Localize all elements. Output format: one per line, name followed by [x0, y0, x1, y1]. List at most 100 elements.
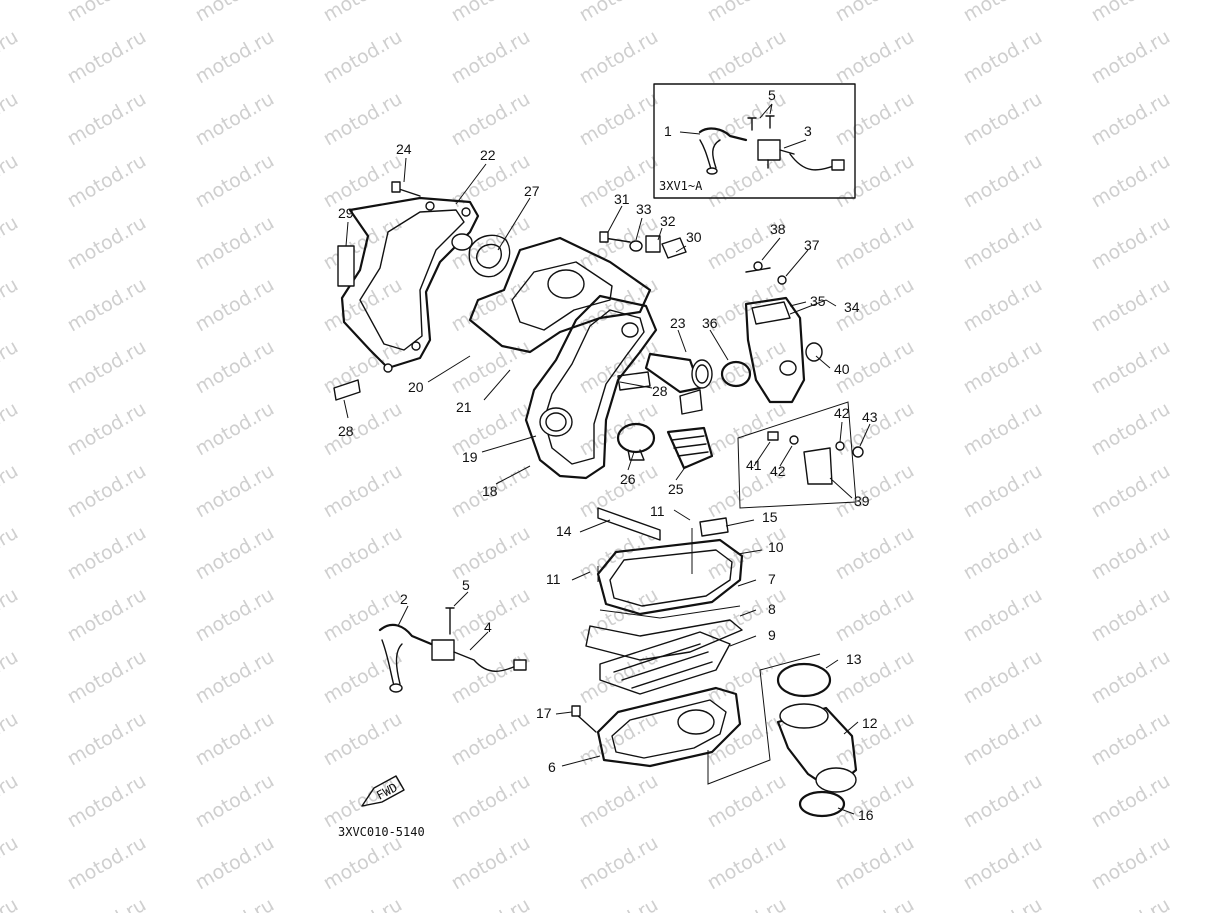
- watermark-text: motod.ru: [960, 832, 1046, 895]
- callout-part-33: 33: [636, 201, 652, 217]
- watermark-text: motod.ru: [704, 26, 790, 89]
- watermark-text: motod.ru: [64, 26, 150, 89]
- foam-14-15: [597, 507, 729, 541]
- watermark-text: motod.ru: [576, 894, 662, 913]
- callout-part-39: 39: [854, 493, 870, 509]
- watermark-text: motod.ru: [0, 894, 22, 913]
- watermark-text: motod.ru: [448, 832, 534, 895]
- callout-part-15: 15: [762, 509, 778, 525]
- callout-part-21: 21: [456, 399, 472, 415]
- watermark-text: motod.ru: [320, 212, 406, 275]
- callout-part-36: 36: [702, 315, 718, 331]
- watermark-text: motod.ru: [192, 646, 278, 709]
- watermark-text: motod.ru: [192, 274, 278, 337]
- watermark-text: motod.ru: [960, 0, 1046, 26]
- callout-part-12: 12: [862, 715, 878, 731]
- watermark-text: motod.ru: [448, 26, 534, 89]
- watermark-text: motod.ru: [0, 88, 22, 151]
- callout-part-1: 1: [664, 123, 672, 139]
- watermark-text: motod.ru: [448, 770, 534, 833]
- hose-25: [616, 422, 714, 470]
- watermark-text: motod.ru: [64, 894, 150, 913]
- watermark-text: motod.ru: [448, 0, 534, 26]
- callout-part-31: 31: [614, 191, 630, 207]
- watermark-text: motod.ru: [192, 770, 278, 833]
- callout-part-27: 27: [524, 183, 540, 199]
- fittings-30-33: [599, 231, 687, 259]
- watermark-text: motod.ru: [832, 522, 918, 585]
- clamp-36: [720, 360, 752, 388]
- intake-housing-18: [524, 294, 658, 480]
- pad-28: [679, 389, 703, 415]
- side-cover-22: [333, 181, 480, 401]
- watermark-text: motod.ru: [192, 460, 278, 523]
- watermark-text: motod.ru: [448, 336, 534, 399]
- watermark-text: motod.ru: [704, 646, 790, 709]
- watermark-text: motod.ru: [1088, 522, 1174, 585]
- variant-inset: 3XV1~A: [653, 83, 856, 199]
- watermark-text: motod.ru: [1088, 150, 1174, 213]
- callout-part-40: 40: [834, 361, 850, 377]
- watermark-text: motod.ru: [0, 460, 22, 523]
- callout-part-6: 6: [548, 759, 556, 775]
- watermark-text: motod.ru: [704, 832, 790, 895]
- watermark-text: motod.ru: [832, 0, 918, 26]
- watermark-text: motod.ru: [0, 150, 22, 213]
- callout-part-10: 10: [768, 539, 784, 555]
- watermark-text: motod.ru: [1088, 26, 1174, 89]
- callout-part-14: 14: [556, 523, 572, 539]
- watermark-text: motod.ru: [0, 832, 22, 895]
- callout-part-7: 7: [768, 571, 776, 587]
- watermark-text: motod.ru: [960, 646, 1046, 709]
- watermark-text: motod.ru: [320, 646, 406, 709]
- callout-part-37: 37: [804, 237, 820, 253]
- callout-part-19: 19: [462, 449, 478, 465]
- callout-part-23: 23: [670, 315, 686, 331]
- watermark-text: motod.ru: [320, 522, 406, 585]
- watermark-text: motod.ru: [320, 894, 406, 913]
- watermark-text: motod.ru: [832, 832, 918, 895]
- watermark-text: motod.ru: [64, 274, 150, 337]
- callout-part-22: 22: [480, 147, 496, 163]
- watermark-text: motod.ru: [576, 770, 662, 833]
- callout-part-28-left: 28: [338, 423, 354, 439]
- watermark-text: motod.ru: [1088, 832, 1174, 895]
- watermark-text: motod.ru: [448, 88, 534, 151]
- watermark-text: motod.ru: [960, 770, 1046, 833]
- aircleaner-case-6: [571, 686, 742, 768]
- watermark-text: motod.ru: [960, 522, 1046, 585]
- watermark-text: motod.ru: [1088, 398, 1174, 461]
- watermark-text: motod.ru: [64, 584, 150, 647]
- callout-part-11-side: 11: [546, 571, 561, 587]
- watermark-text: motod.ru: [64, 212, 150, 275]
- watermark-text: motod.ru: [64, 770, 150, 833]
- watermark-text: motod.ru: [576, 88, 662, 151]
- watermark-text: motod.ru: [832, 894, 918, 913]
- watermark-text: motod.ru: [832, 88, 918, 151]
- gasket-27: [468, 234, 511, 278]
- watermark-text: motod.ru: [960, 274, 1046, 337]
- watermark-text: motod.ru: [704, 584, 790, 647]
- watermark-text: motod.ru: [64, 832, 150, 895]
- watermark-text: motod.ru: [0, 212, 22, 275]
- watermark-text: motod.ru: [64, 88, 150, 151]
- watermark-text: motod.ru: [64, 522, 150, 585]
- callout-part-13: 13: [846, 651, 862, 667]
- watermark-text: motod.ru: [0, 708, 22, 771]
- callout-part-5-inset: 5: [768, 87, 776, 103]
- watermark-text: motod.ru: [1088, 88, 1174, 151]
- watermark-text: motod.ru: [832, 584, 918, 647]
- watermark-text: motod.ru: [960, 88, 1046, 151]
- watermark-text: motod.ru: [192, 212, 278, 275]
- callout-part-24: 24: [396, 141, 412, 157]
- watermark-text: motod.ru: [448, 274, 534, 337]
- callout-part-41: 41: [746, 457, 762, 473]
- watermark-text: motod.ru: [320, 770, 406, 833]
- callout-part-30: 30: [686, 229, 702, 245]
- joint-12: [707, 653, 858, 818]
- callout-part-25: 25: [668, 481, 684, 497]
- watermark-text: motod.ru: [1088, 460, 1174, 523]
- watermark-text: motod.ru: [1088, 770, 1174, 833]
- watermark-text: motod.ru: [64, 460, 150, 523]
